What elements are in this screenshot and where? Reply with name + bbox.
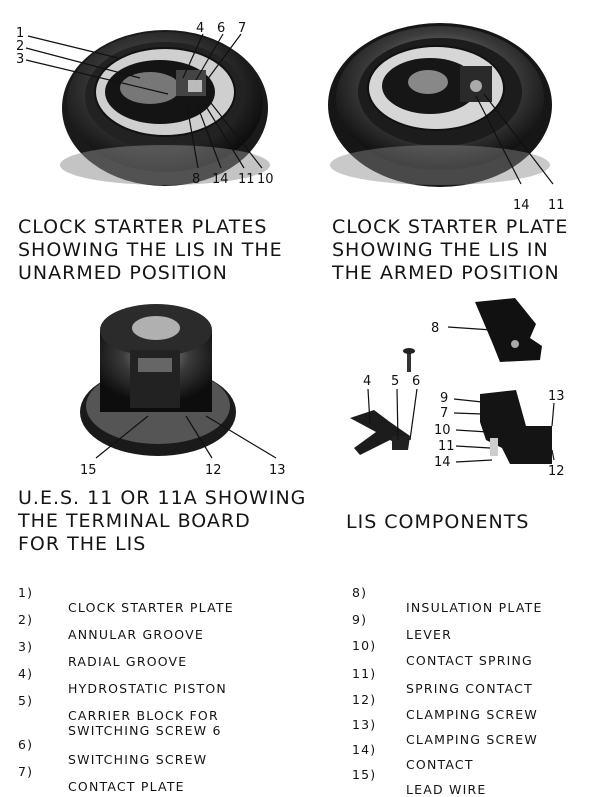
legend-item-15: 15) LEAD WIRE (352, 767, 487, 797)
legend-item-2: 2) ANNULAR GROOVE (18, 612, 204, 642)
callout-10: 10 (257, 172, 274, 187)
callout-terminal-15: 15 (80, 463, 97, 478)
callout-components-14: 14 (434, 455, 451, 470)
figure-components-photo: 8 4 5 6 9 7 10 11 14 13 12 (350, 298, 565, 479)
figure-unarmed-photo: 1 2 3 4 6 7 8 14 11 10 (16, 21, 274, 187)
legend-item-11: 11) SPRING CONTACT (352, 666, 533, 696)
caption-armed: CLOCK STARTER PLATE SHOWING THE LIS IN T… (332, 216, 569, 284)
legend-item-7: 7) CONTACT PLATE (18, 764, 185, 794)
callout-components-6: 6 (412, 374, 420, 389)
callout-components-11: 11 (438, 439, 455, 454)
callout-components-7: 7 (440, 406, 448, 421)
legend-item-5: 5) CARRIER BLOCK FOR SWITCHING SCREW 6 (18, 693, 222, 738)
caption-components: LIS COMPONENTS (346, 511, 530, 533)
callout-components-8: 8 (431, 321, 439, 336)
legend-item-4: 4) HYDROSTATIC PISTON (18, 666, 227, 696)
callout-3: 3 (16, 52, 24, 67)
callout-armed-11: 11 (548, 198, 565, 213)
callout-components-9: 9 (440, 391, 448, 406)
callout-components-5: 5 (391, 374, 399, 389)
legend-item-12: 12) CLAMPING SCREW (352, 692, 538, 722)
callout-14: 14 (212, 172, 229, 187)
callout-6: 6 (217, 21, 225, 36)
legend-item-10: 10) CONTACT SPRING (352, 638, 533, 668)
legend-item-1: 1) CLOCK STARTER PLATE (18, 585, 234, 615)
callout-terminal-12: 12 (205, 463, 222, 478)
legend-item-14: 14) CONTACT (352, 742, 474, 772)
callout-armed-14: 14 (513, 198, 530, 213)
legend-item-3: 3) RADIAL GROOVE (18, 639, 188, 669)
legend-item-9: 9) LEVER (352, 612, 452, 642)
callout-components-12: 12 (548, 464, 565, 479)
figure-terminal-photo: 15 12 13 (80, 304, 286, 478)
figure-armed-photo: 14 11 (328, 23, 565, 213)
callout-components-4: 4 (363, 374, 371, 389)
callout-7: 7 (238, 21, 246, 36)
caption-terminal: U.E.S. 11 OR 11A SHOWING THE TERMINAL BO… (18, 487, 307, 555)
caption-unarmed: CLOCK STARTER PLATES SHOWING THE LIS IN … (18, 216, 283, 284)
legend-item-13: 13) CLAMPING SCREW (352, 717, 538, 747)
callout-4: 4 (196, 21, 204, 36)
legend-item-6: 6) SWITCHING SCREW (18, 737, 208, 767)
callout-components-10: 10 (434, 423, 451, 438)
callout-11: 11 (238, 172, 255, 187)
callout-2: 2 (16, 39, 24, 54)
callout-components-13: 13 (548, 389, 565, 404)
callout-8: 8 (192, 172, 200, 187)
callout-1: 1 (16, 26, 24, 41)
legend-item-8: 8) INSULATION PLATE (352, 585, 543, 615)
callout-terminal-13: 13 (269, 463, 286, 478)
